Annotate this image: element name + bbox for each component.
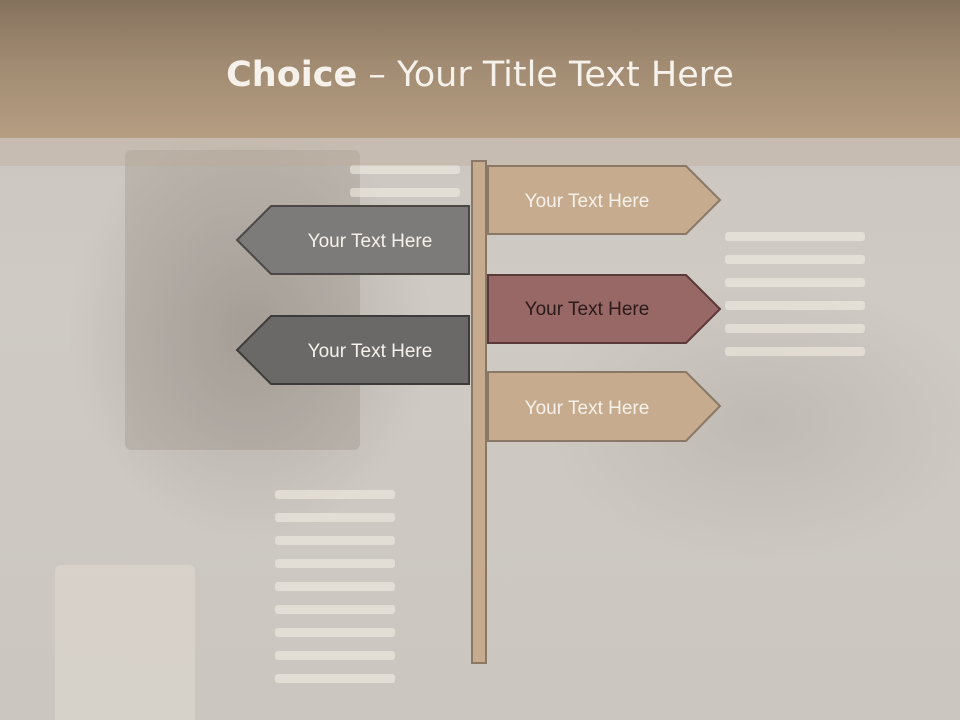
sign-right-3-shape — [487, 371, 722, 442]
background-gear-teeth — [275, 490, 395, 697]
background-gear — [125, 150, 360, 450]
sign-right-1[interactable]: Your Text Here — [487, 165, 722, 235]
signpost-pole — [471, 160, 487, 664]
sign-left-1[interactable]: Your Text Here — [235, 205, 470, 275]
slide-title-bold: Choice — [226, 55, 358, 95]
sign-left-2[interactable]: Your Text Here — [235, 315, 470, 385]
sign-right-2-shape — [487, 274, 722, 344]
slide-title-rest: – Your Title Text Here — [357, 55, 734, 95]
slide-title: Choice – Your Title Text Here — [0, 52, 960, 98]
sign-right-3-label: Your Text Here — [525, 398, 650, 419]
sign-left-2-label: Your Text Here — [308, 341, 433, 362]
sign-right-3[interactable]: Your Text Here — [487, 371, 722, 442]
sign-left-1-label: Your Text Here — [308, 231, 433, 252]
sign-left-2-shape — [235, 315, 470, 385]
background-gear — [55, 565, 195, 720]
sign-right-2[interactable]: Your Text Here — [487, 274, 722, 344]
sign-left-1-shape — [235, 205, 470, 275]
title-bar — [0, 0, 960, 138]
sign-right-2-label: Your Text Here — [525, 299, 650, 320]
sign-right-1-label: Your Text Here — [525, 191, 650, 212]
sign-right-1-shape — [487, 165, 722, 235]
background-gear-teeth — [725, 232, 865, 370]
